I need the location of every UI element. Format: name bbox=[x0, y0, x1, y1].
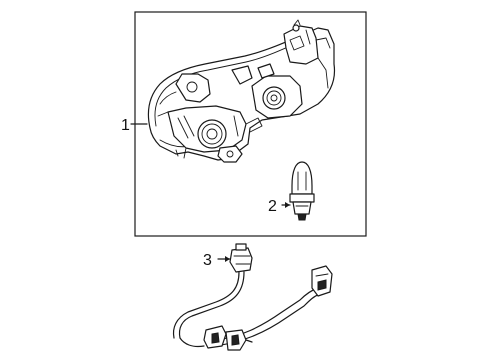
bulb bbox=[289, 161, 315, 221]
wiring-harness-socket bbox=[172, 243, 333, 351]
callout-1-label: 1 bbox=[121, 117, 130, 134]
callout-3-arrowhead bbox=[225, 256, 230, 262]
headlamp-assembly bbox=[147, 19, 336, 163]
callout-3-label: 3 bbox=[203, 252, 212, 269]
callout-2-label: 2 bbox=[268, 198, 277, 215]
callout-2-arrowhead bbox=[285, 202, 290, 208]
